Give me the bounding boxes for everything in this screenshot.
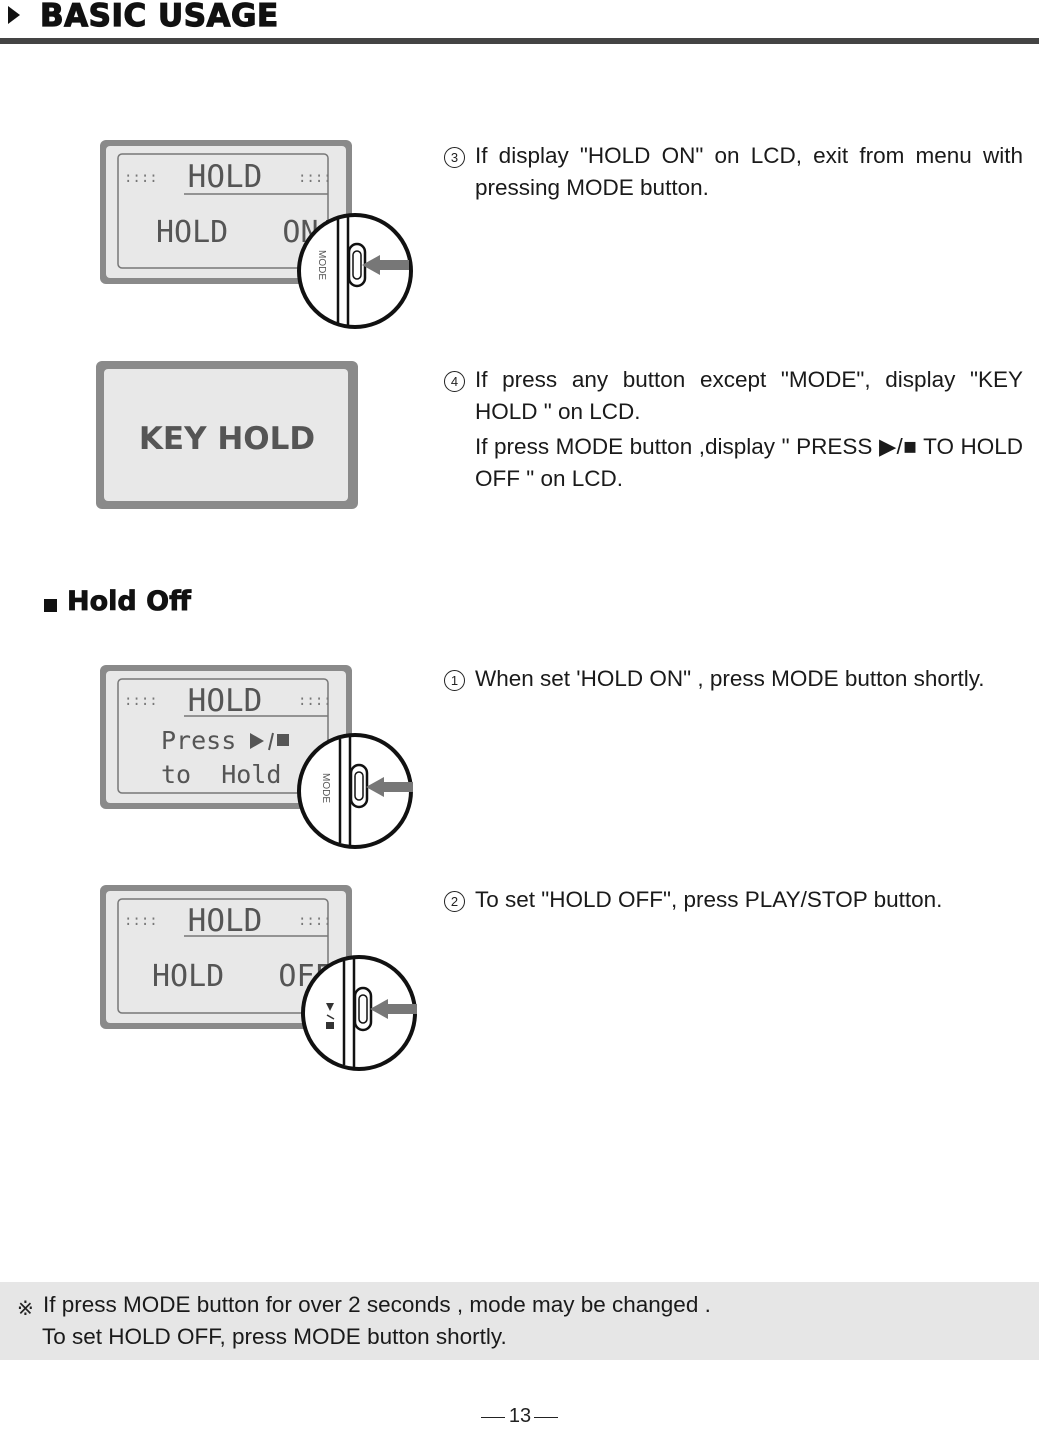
lcd-key-hold-text: KEY HOLD — [139, 421, 315, 457]
step-text: If press any button except "MODE", displ… — [475, 367, 1023, 424]
section-title: Hold Off — [67, 586, 192, 618]
step-number: 1 — [444, 670, 465, 691]
note-line-1: If press MODE button for over 2 seconds … — [43, 1292, 711, 1317]
lcd-title: HOLD — [188, 683, 263, 719]
footer-dash-left — [481, 1417, 505, 1418]
svg-text:::::: :::: — [124, 913, 158, 929]
header-divider — [0, 38, 1039, 44]
page-footer: 13 — [0, 1405, 1039, 1429]
page-title: BASIC USAGE — [39, 0, 279, 35]
step-text: If display "HOLD ON" on LCD, exit from m… — [475, 143, 1023, 200]
square-bullet-icon — [44, 599, 57, 612]
reference-mark-icon: ※ — [17, 1298, 34, 1320]
page-number: 13 — [508, 1405, 532, 1427]
step-text: If press MODE button ,display " PRESS ▶/… — [475, 434, 1023, 491]
svg-text:::::: :::: — [298, 913, 332, 929]
step-text: When set 'HOLD ON" , press MODE button s… — [475, 666, 985, 691]
lcd-title: HOLD — [188, 159, 263, 195]
lcd-hold-on-figure: :::: :::: HOLD HOLD ON! MODE — [98, 138, 418, 333]
step-number: 4 — [444, 371, 465, 392]
pointing-arrow-icon — [366, 777, 413, 797]
mode-side-label: MODE — [316, 250, 327, 280]
svg-text:::::: :::: — [124, 693, 158, 709]
svg-text:::::: :::: — [298, 693, 332, 709]
svg-text:::::: :::: — [298, 170, 332, 186]
note-box: ※ If press MODE button for over 2 second… — [0, 1282, 1039, 1360]
play-arrow-icon — [8, 6, 20, 24]
lcd-title: HOLD — [188, 903, 263, 939]
lcd-press-figure: :::: :::: HOLD Press to Hold off MODE — [98, 663, 420, 853]
mode-side-label: MODE — [320, 773, 331, 803]
step-number: 3 — [444, 147, 465, 168]
footer-dash-right — [534, 1417, 558, 1418]
play-stop-icon — [250, 732, 289, 751]
step-text: To set "HOLD OFF", press PLAY/STOP butto… — [475, 887, 943, 912]
page-header: BASIC USAGE — [0, 0, 1039, 46]
lcd-hold-off-figure: :::: :::: HOLD HOLD OFF — [98, 883, 424, 1075]
pointing-arrow-icon — [370, 999, 417, 1019]
lcd-line-1: Press — [161, 726, 236, 755]
note-line-2: To set HOLD OFF, press MODE button short… — [42, 1324, 507, 1349]
step-number: 2 — [444, 891, 465, 912]
lcd-line-1: HOLD OFF — [152, 959, 333, 994]
pointing-arrow-icon — [362, 255, 409, 275]
play-stop-icon — [326, 1003, 335, 1029]
svg-text:::::: :::: — [124, 170, 158, 186]
lcd-key-hold-figure: KEY HOLD — [96, 361, 358, 511]
